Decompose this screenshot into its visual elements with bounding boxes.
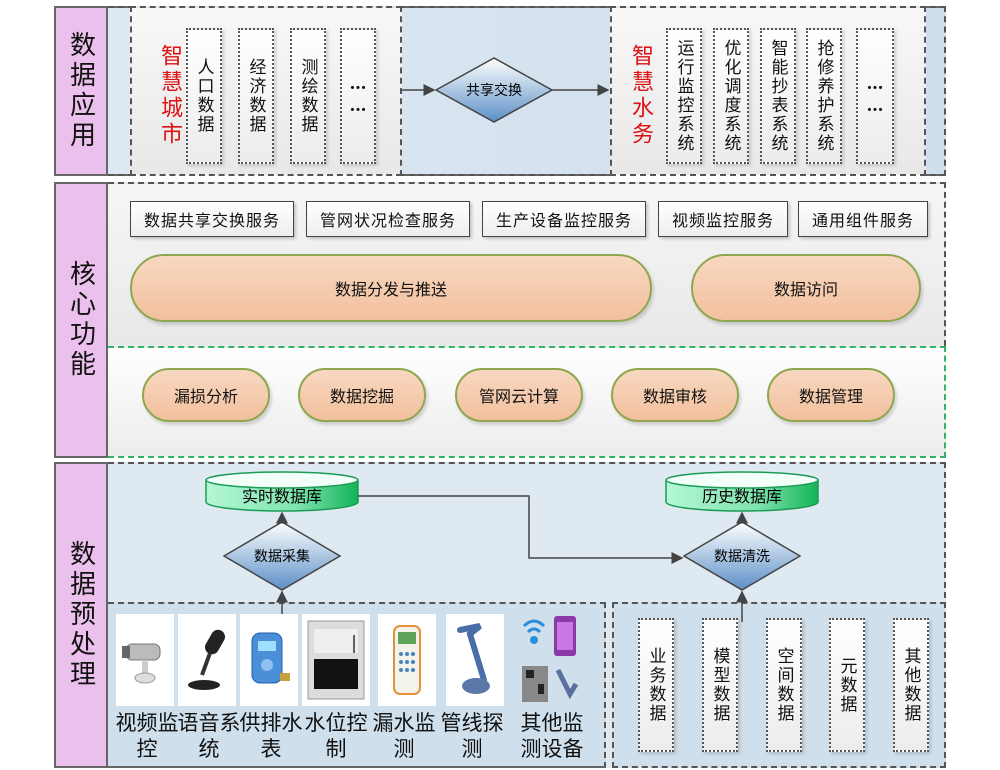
device-label: 视频监控 bbox=[115, 711, 179, 761]
data-distribution-push: 数据分发与推送 bbox=[130, 254, 652, 322]
clean-diamond bbox=[682, 521, 802, 591]
data-source-item: 模型数据 bbox=[702, 618, 738, 752]
data-source-item: 空间数据 bbox=[766, 618, 802, 752]
application-layer-border bbox=[108, 6, 946, 176]
realtime-database-label: 实时数据库 bbox=[242, 487, 322, 506]
smart-water-item: 优化调度系统 bbox=[713, 28, 749, 164]
camera-icon bbox=[116, 614, 174, 706]
smart-city-item: 经济数据 bbox=[238, 28, 274, 164]
data-access: 数据访问 bbox=[691, 254, 921, 322]
exchange-flow: 共享交换 bbox=[402, 57, 610, 123]
device-label: 语音系统 bbox=[177, 711, 241, 761]
device-label: 水位控制 bbox=[304, 711, 368, 761]
history-database: 历史数据库 bbox=[665, 471, 819, 512]
realtime-database: 实时数据库 bbox=[205, 471, 359, 512]
analysis-mining: 数据挖掘 bbox=[298, 368, 426, 422]
analysis-management: 数据管理 bbox=[767, 368, 895, 422]
service-video-monitor: 视频监控服务 bbox=[658, 201, 788, 237]
handheld-detector-icon bbox=[378, 614, 436, 706]
layer-label-core: 核心功能 bbox=[54, 182, 108, 458]
smart-city-item: 人口数据 bbox=[186, 28, 222, 164]
wifi-phone-qr-icon bbox=[520, 614, 582, 706]
clean-label: 数据清洗 bbox=[714, 549, 770, 565]
arrow-realtime-to-clean bbox=[358, 495, 684, 564]
collect-label: 数据采集 bbox=[254, 548, 310, 565]
analysis-cloud: 管网云计算 bbox=[455, 368, 583, 422]
smart-water-item: …… bbox=[856, 28, 894, 164]
device-label: 漏水监测 bbox=[372, 711, 436, 761]
service-data-exchange: 数据共享交换服务 bbox=[130, 201, 294, 237]
pipe-locator-icon bbox=[446, 614, 504, 706]
service-pipe-inspection: 管网状况检查服务 bbox=[306, 201, 470, 237]
history-database-label: 历史数据库 bbox=[702, 487, 782, 506]
device-label: 其他监测设备 bbox=[520, 711, 584, 761]
smart-city-item: 测绘数据 bbox=[290, 28, 326, 164]
collect-diamond bbox=[222, 521, 342, 591]
data-source-item: 业务数据 bbox=[638, 618, 674, 752]
service-common-components: 通用组件服务 bbox=[798, 201, 928, 237]
smart-water-title: 智慧水务 bbox=[628, 44, 653, 148]
data-source-item: 元数据 bbox=[829, 618, 865, 752]
layer-label-application: 数据应用 bbox=[54, 6, 108, 176]
analysis-leakage: 漏损分析 bbox=[142, 368, 270, 422]
service-equipment-monitor: 生产设备监控服务 bbox=[482, 201, 646, 237]
device-label: 供排水表 bbox=[239, 711, 303, 761]
level-controller-icon bbox=[302, 614, 370, 706]
analysis-audit: 数据审核 bbox=[611, 368, 739, 422]
preprocess-flow: 实时数据库 历史数据库 数据采集 数据清洗 bbox=[205, 471, 819, 622]
smart-city-title: 智慧城市 bbox=[157, 44, 182, 148]
device-label: 管线探测 bbox=[440, 711, 504, 761]
microphone-icon bbox=[178, 614, 236, 706]
layer-label-preprocess: 数据预处理 bbox=[54, 462, 108, 768]
smart-water-item: 智能抄表系统 bbox=[760, 28, 796, 164]
smart-water-item: 运行监控系统 bbox=[666, 28, 702, 164]
smart-city-item: …… bbox=[340, 28, 376, 164]
water-meter-icon bbox=[240, 614, 298, 706]
exchange-label: 共享交换 bbox=[466, 82, 522, 99]
smart-water-item: 抢修养护系统 bbox=[806, 28, 842, 164]
data-source-item: 其他数据 bbox=[893, 618, 929, 752]
